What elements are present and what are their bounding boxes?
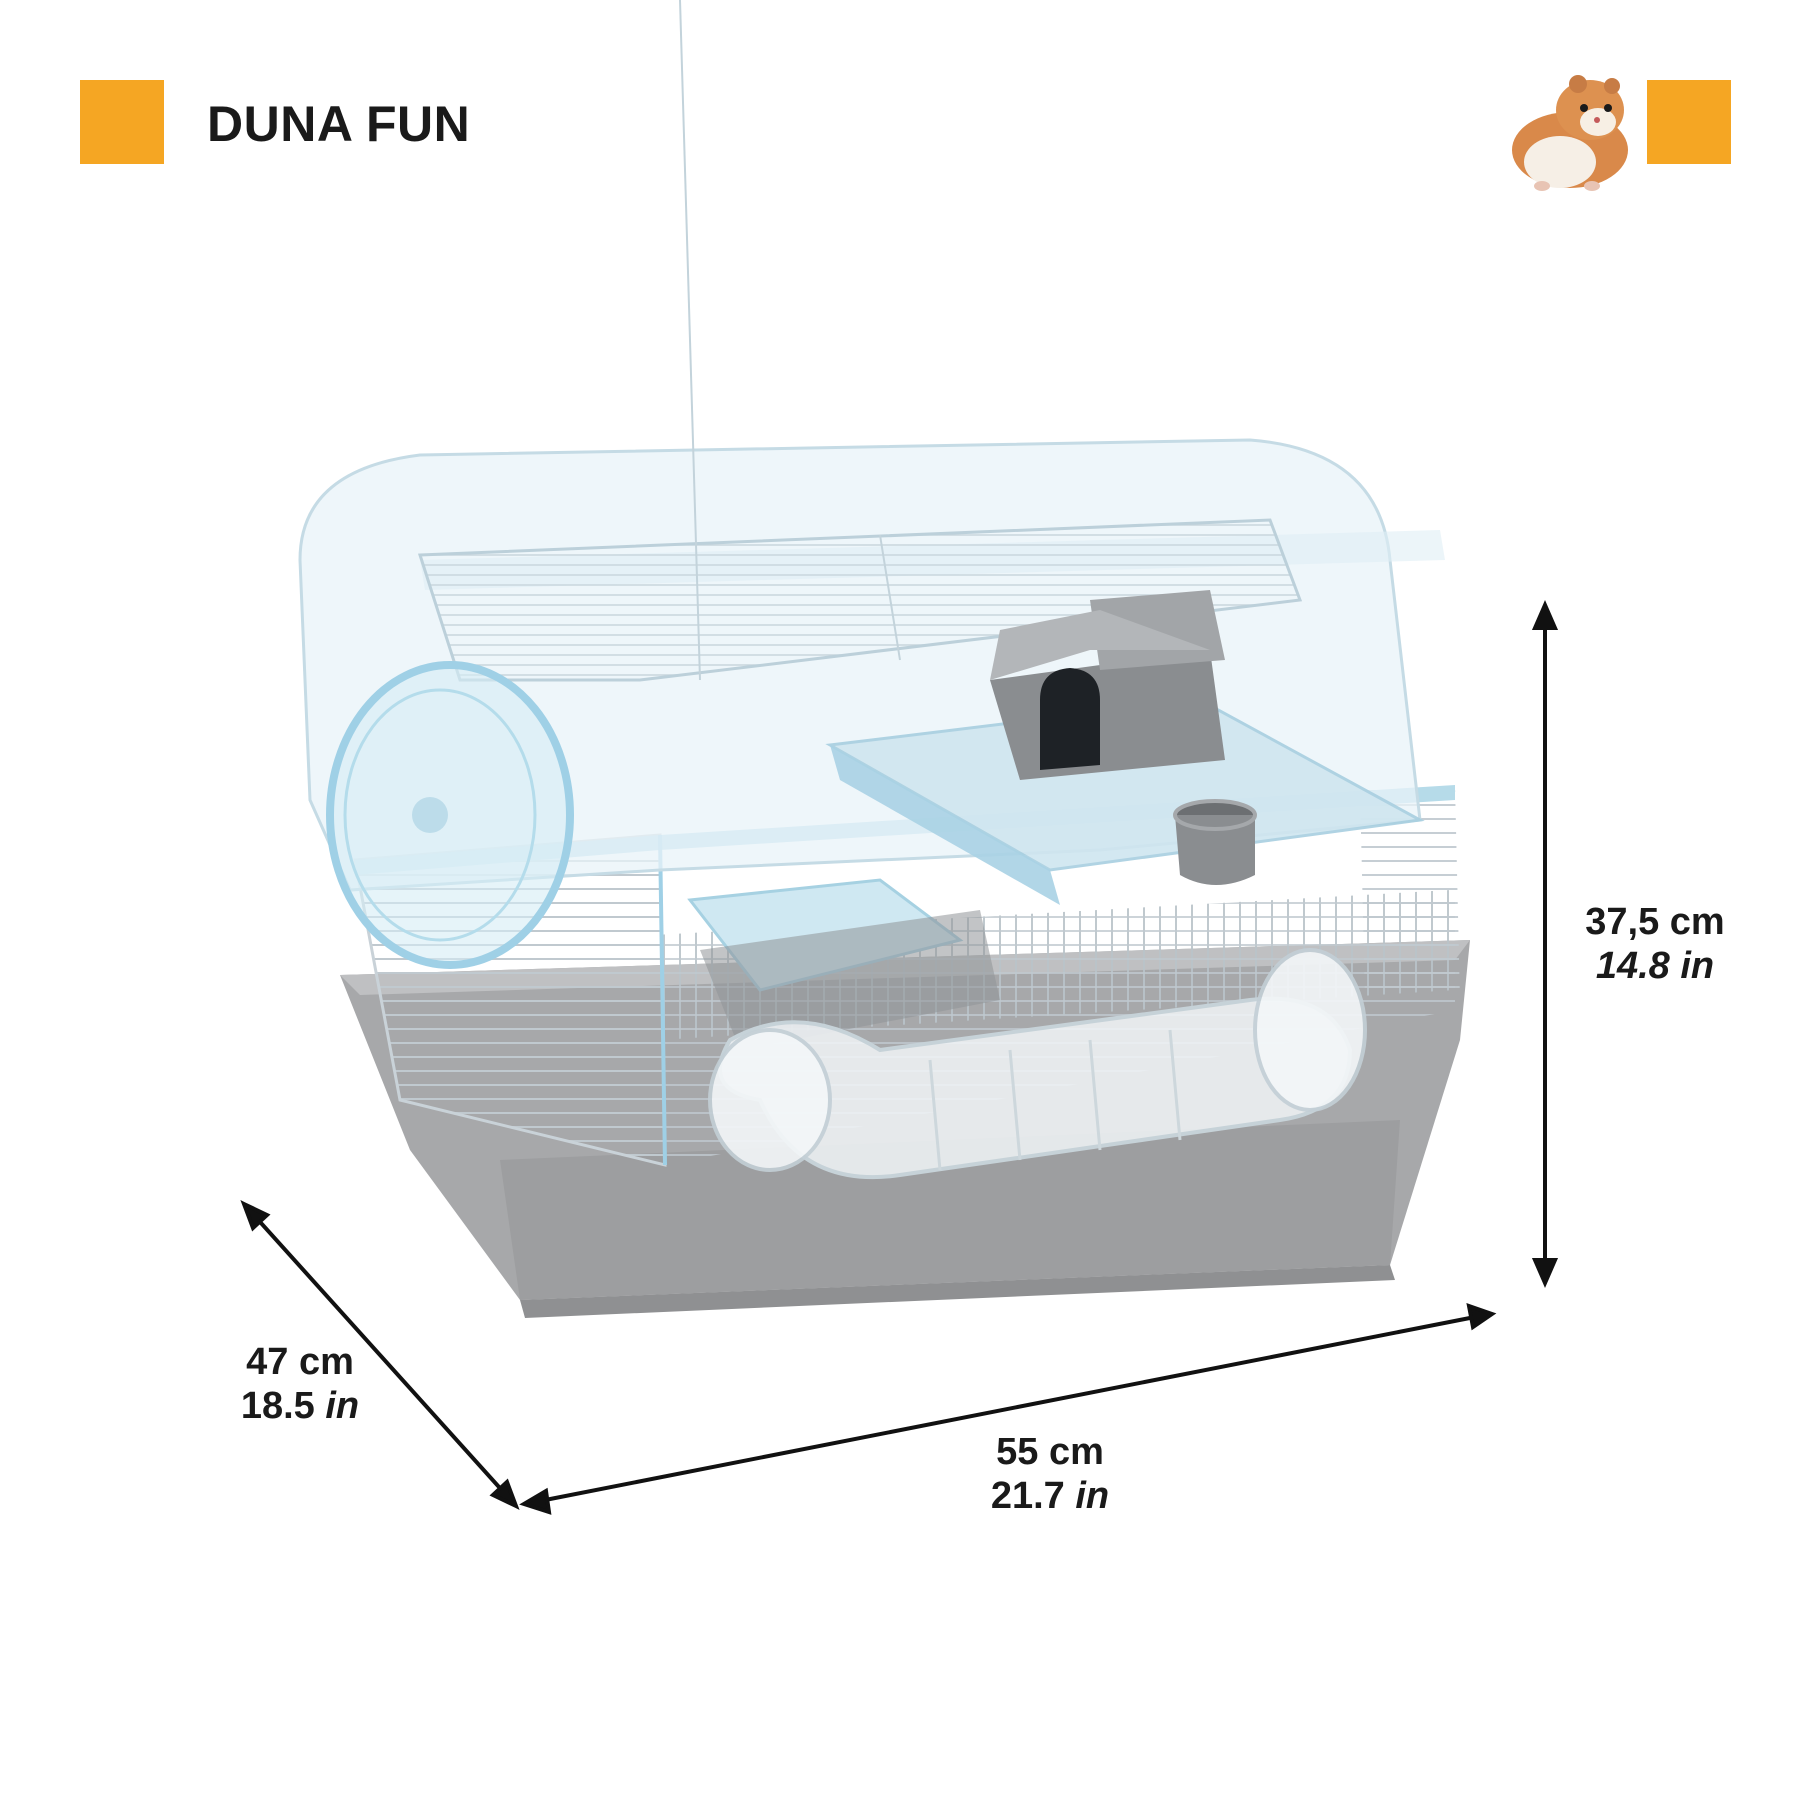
food-bowl (1173, 799, 1257, 885)
exercise-wheel (326, 661, 574, 969)
width-imperial-value: 21.7 (990, 1475, 1065, 1517)
cage-upper-platform (825, 698, 1425, 905)
width-dimension-arrow (519, 1302, 1497, 1515)
height-dimension-label: 37,5 cm 14.8 in (1555, 900, 1755, 988)
height-imperial: 14.8 in (1595, 945, 1715, 987)
width-metric: 55 cm (996, 1431, 1104, 1473)
width-imperial-unit: in (1075, 1475, 1110, 1517)
width-imperial: 21.7 in (955, 1474, 1145, 1518)
width-dimension-label: 55 cm 21.7 in (955, 1430, 1145, 1518)
tube-tunnel (708, 948, 1367, 1180)
product-title: DUNA FUN (207, 96, 471, 152)
depth-dimension-arrow (240, 1200, 520, 1510)
accent-square-right (1647, 80, 1731, 164)
height-metric: 37,5 cm (1585, 901, 1725, 943)
height-dimension-arrow (1531, 599, 1559, 1289)
depth-dimension-label: 47 cm 18.5 in (215, 1340, 385, 1428)
hamster-house (990, 590, 1225, 780)
depth-imperial-unit: in (325, 1385, 360, 1427)
depth-metric: 47 cm (246, 1341, 354, 1383)
depth-imperial-value: 18.5 (240, 1385, 315, 1427)
cage-lid-grate (417, 0, 1303, 682)
cage-lower-ramp (687, 878, 1000, 1050)
accent-square-left (80, 80, 164, 164)
depth-imperial: 18.5 in (215, 1384, 385, 1428)
